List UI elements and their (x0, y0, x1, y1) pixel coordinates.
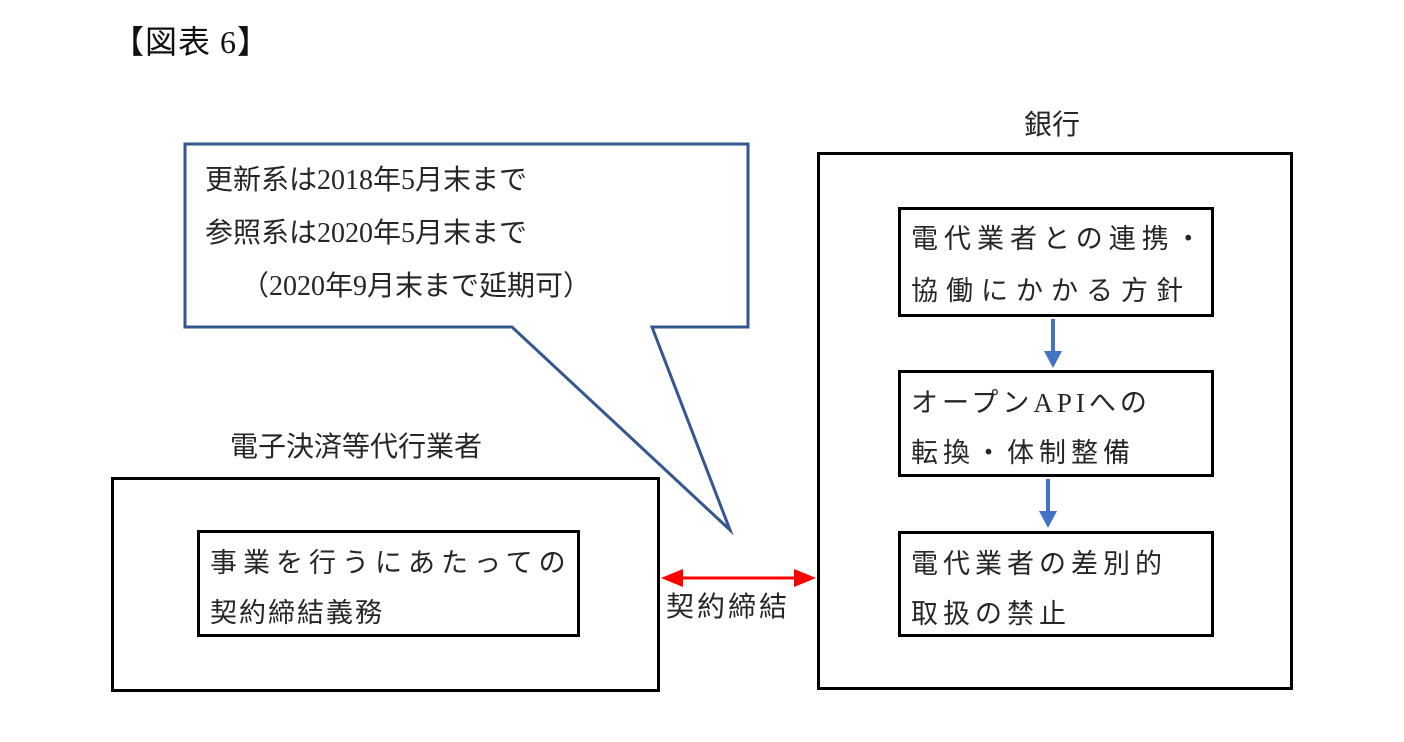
bank-policy-line-2: 協働にかかる方針 (911, 276, 1191, 306)
bank-nondiscrimination-box: 電代業者の差別的 取扱の禁止 (898, 531, 1214, 637)
agent-section-label: 電子決済等代行業者 (230, 432, 483, 463)
agent-obligation-box: 事業を行うにあたっての 契約締結義務 (197, 530, 580, 637)
callout-line-2: 参照系は2020年5月末まで (205, 218, 528, 249)
agent-obligation-line-1: 事業を行うにあたっての (210, 548, 572, 578)
agent-obligation-line-2: 契約締結義務 (210, 598, 384, 628)
callout-line-1: 更新系は2018年5月末まで (205, 165, 528, 196)
bank-openapi-box: オープンAPIへの 転換・体制整備 (898, 370, 1214, 477)
bank-openapi-line-2: 転換・体制整備 (911, 438, 1135, 468)
figure-title: 【図表 6】 (112, 24, 271, 60)
agent-outer-box (111, 477, 660, 692)
contract-arrowhead-right (794, 569, 816, 587)
bank-openapi-line-1: オープンAPIへの (911, 388, 1151, 418)
callout-line-3: （2020年9月末まで延期可） (241, 271, 592, 302)
bank-policy-line-1: 電代業者との連携・ (911, 224, 1208, 254)
contract-double-arrow (661, 569, 816, 587)
bank-outer-box (817, 152, 1293, 690)
contract-arrowhead-left (661, 569, 683, 587)
bank-nondiscrimination-line-2: 取扱の禁止 (911, 599, 1071, 629)
contract-label: 契約締結 (666, 592, 791, 623)
callout-text: 更新系は2018年5月末まで 参照系は2020年5月末まで （2020年9月末ま… (205, 154, 745, 313)
bank-nondiscrimination-line-1: 電代業者の差別的 (911, 549, 1167, 579)
bank-policy-box: 電代業者との連携・ 協働にかかる方針 (898, 207, 1214, 317)
bank-section-label: 銀行 (1024, 110, 1081, 141)
